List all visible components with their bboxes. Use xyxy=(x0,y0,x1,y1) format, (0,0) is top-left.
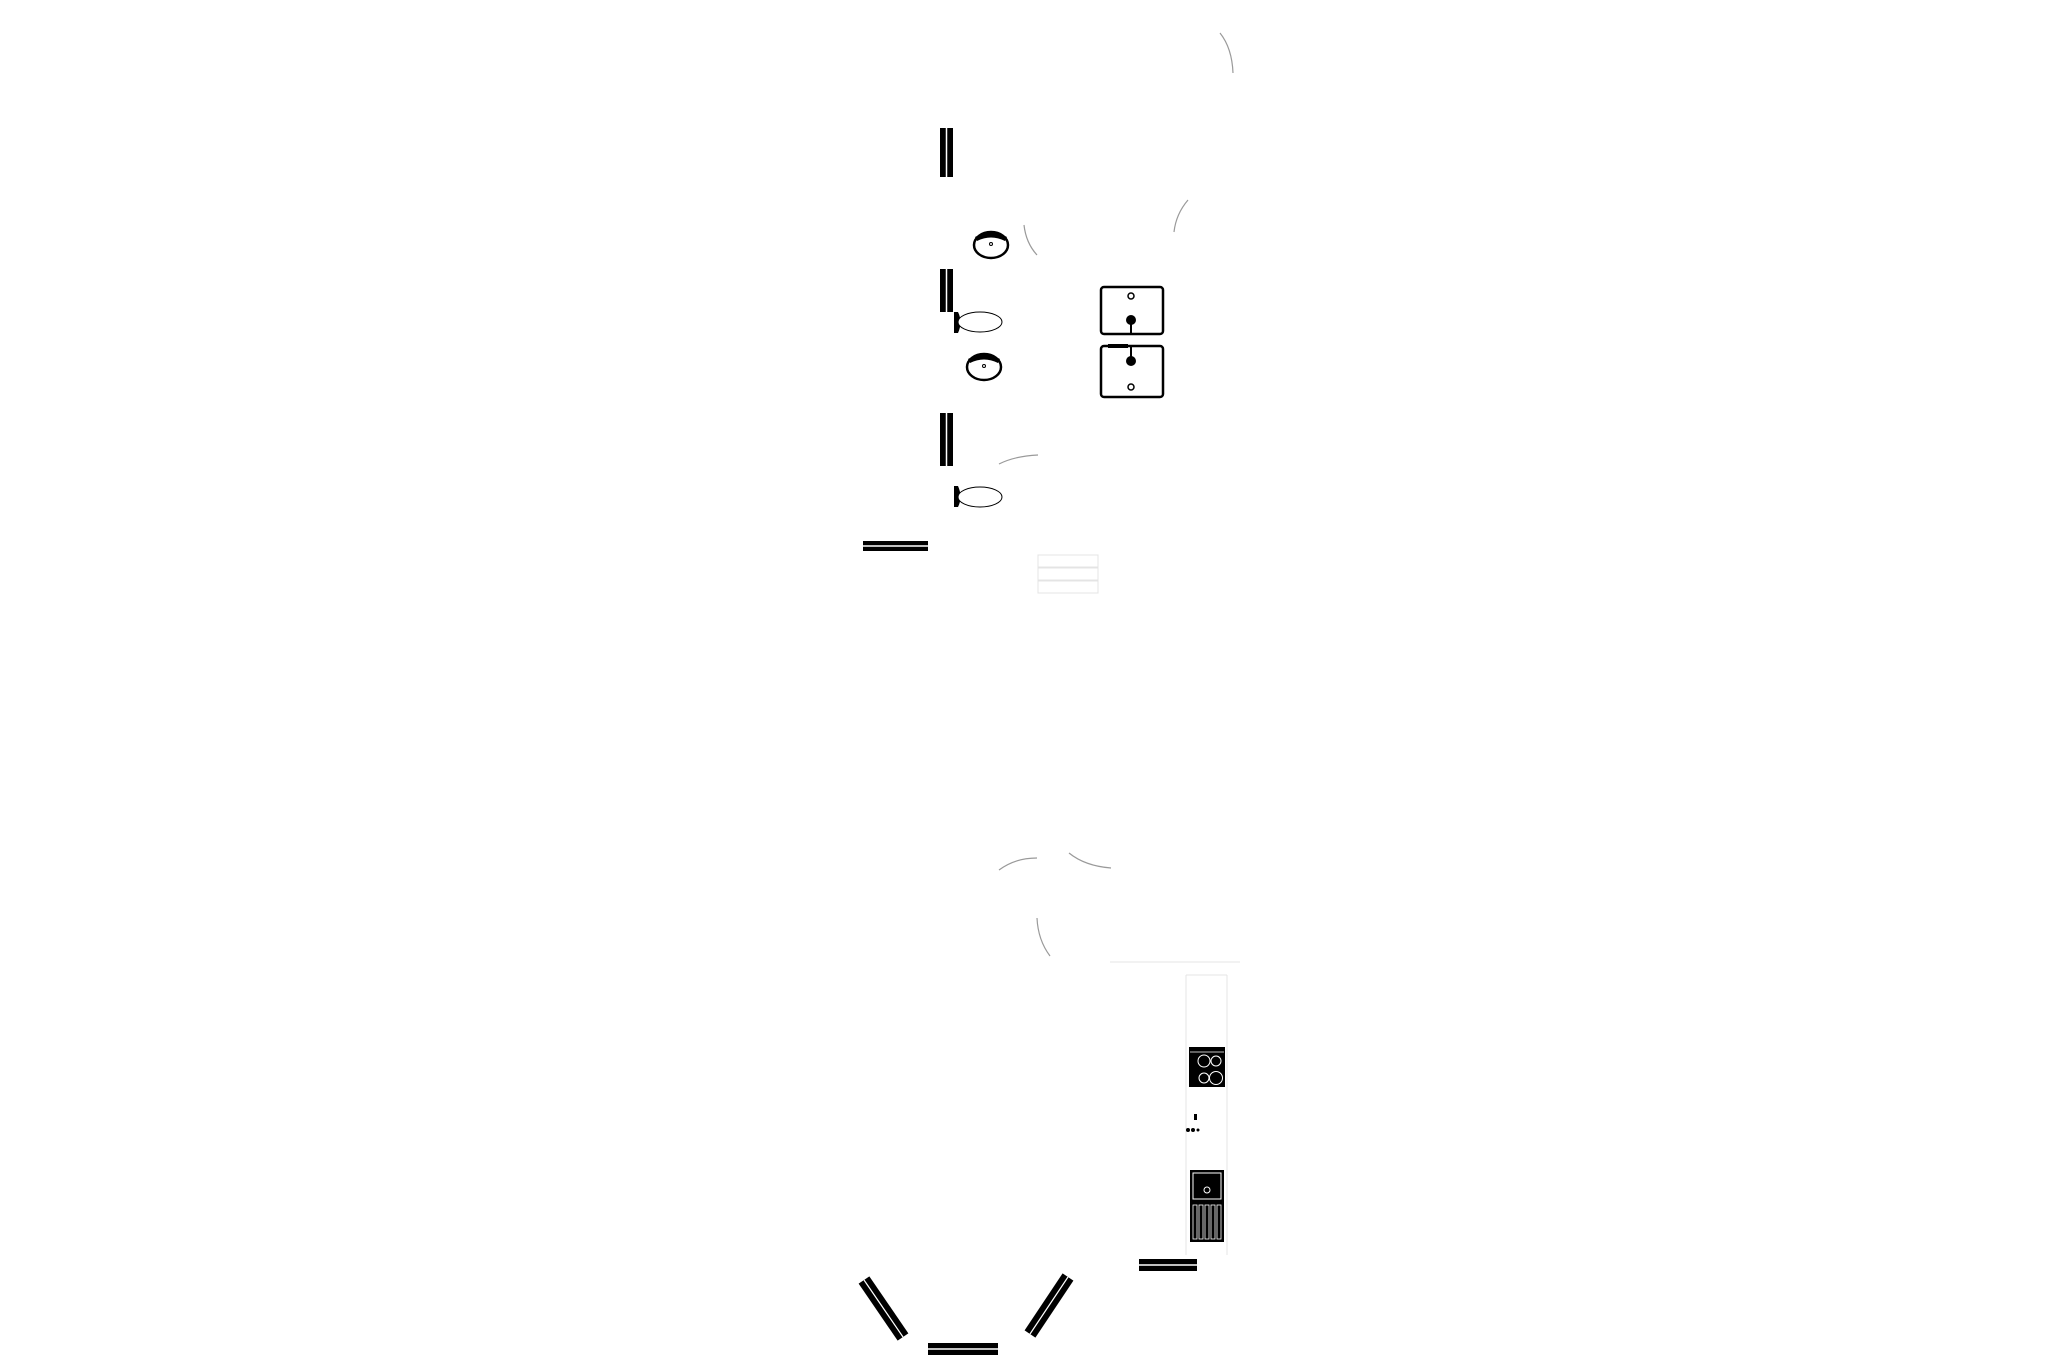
shower-tray-icon xyxy=(1099,285,1165,336)
toilet-icon xyxy=(954,311,1003,333)
door-swing-icon xyxy=(1219,32,1234,74)
door-swing-icon xyxy=(1036,917,1051,957)
window-icon xyxy=(940,413,953,466)
kitchen-counter xyxy=(1110,961,1240,1255)
window-icon xyxy=(863,541,928,551)
sink-icon xyxy=(972,230,1010,260)
door-swing-icon xyxy=(998,454,1039,465)
cooktop-icon xyxy=(1189,1047,1225,1087)
kitchen-sink-icon xyxy=(1190,1170,1224,1242)
toilet-icon xyxy=(954,486,1003,508)
window-icon xyxy=(858,1276,909,1341)
window-icon xyxy=(1024,1273,1074,1338)
shelf-outline xyxy=(1037,554,1099,594)
shower-tray-icon xyxy=(1099,344,1165,399)
window-icon xyxy=(940,269,953,312)
appliance-icon xyxy=(1186,1114,1200,1132)
sink-icon xyxy=(965,352,1003,382)
door-swing-icon xyxy=(998,857,1038,871)
window-icon xyxy=(1139,1259,1197,1271)
window-icon xyxy=(940,128,953,177)
door-swing-icon xyxy=(1023,224,1038,256)
door-swing-icon xyxy=(1173,199,1189,233)
window-icon xyxy=(928,1343,998,1355)
door-swing-icon xyxy=(1068,852,1112,869)
